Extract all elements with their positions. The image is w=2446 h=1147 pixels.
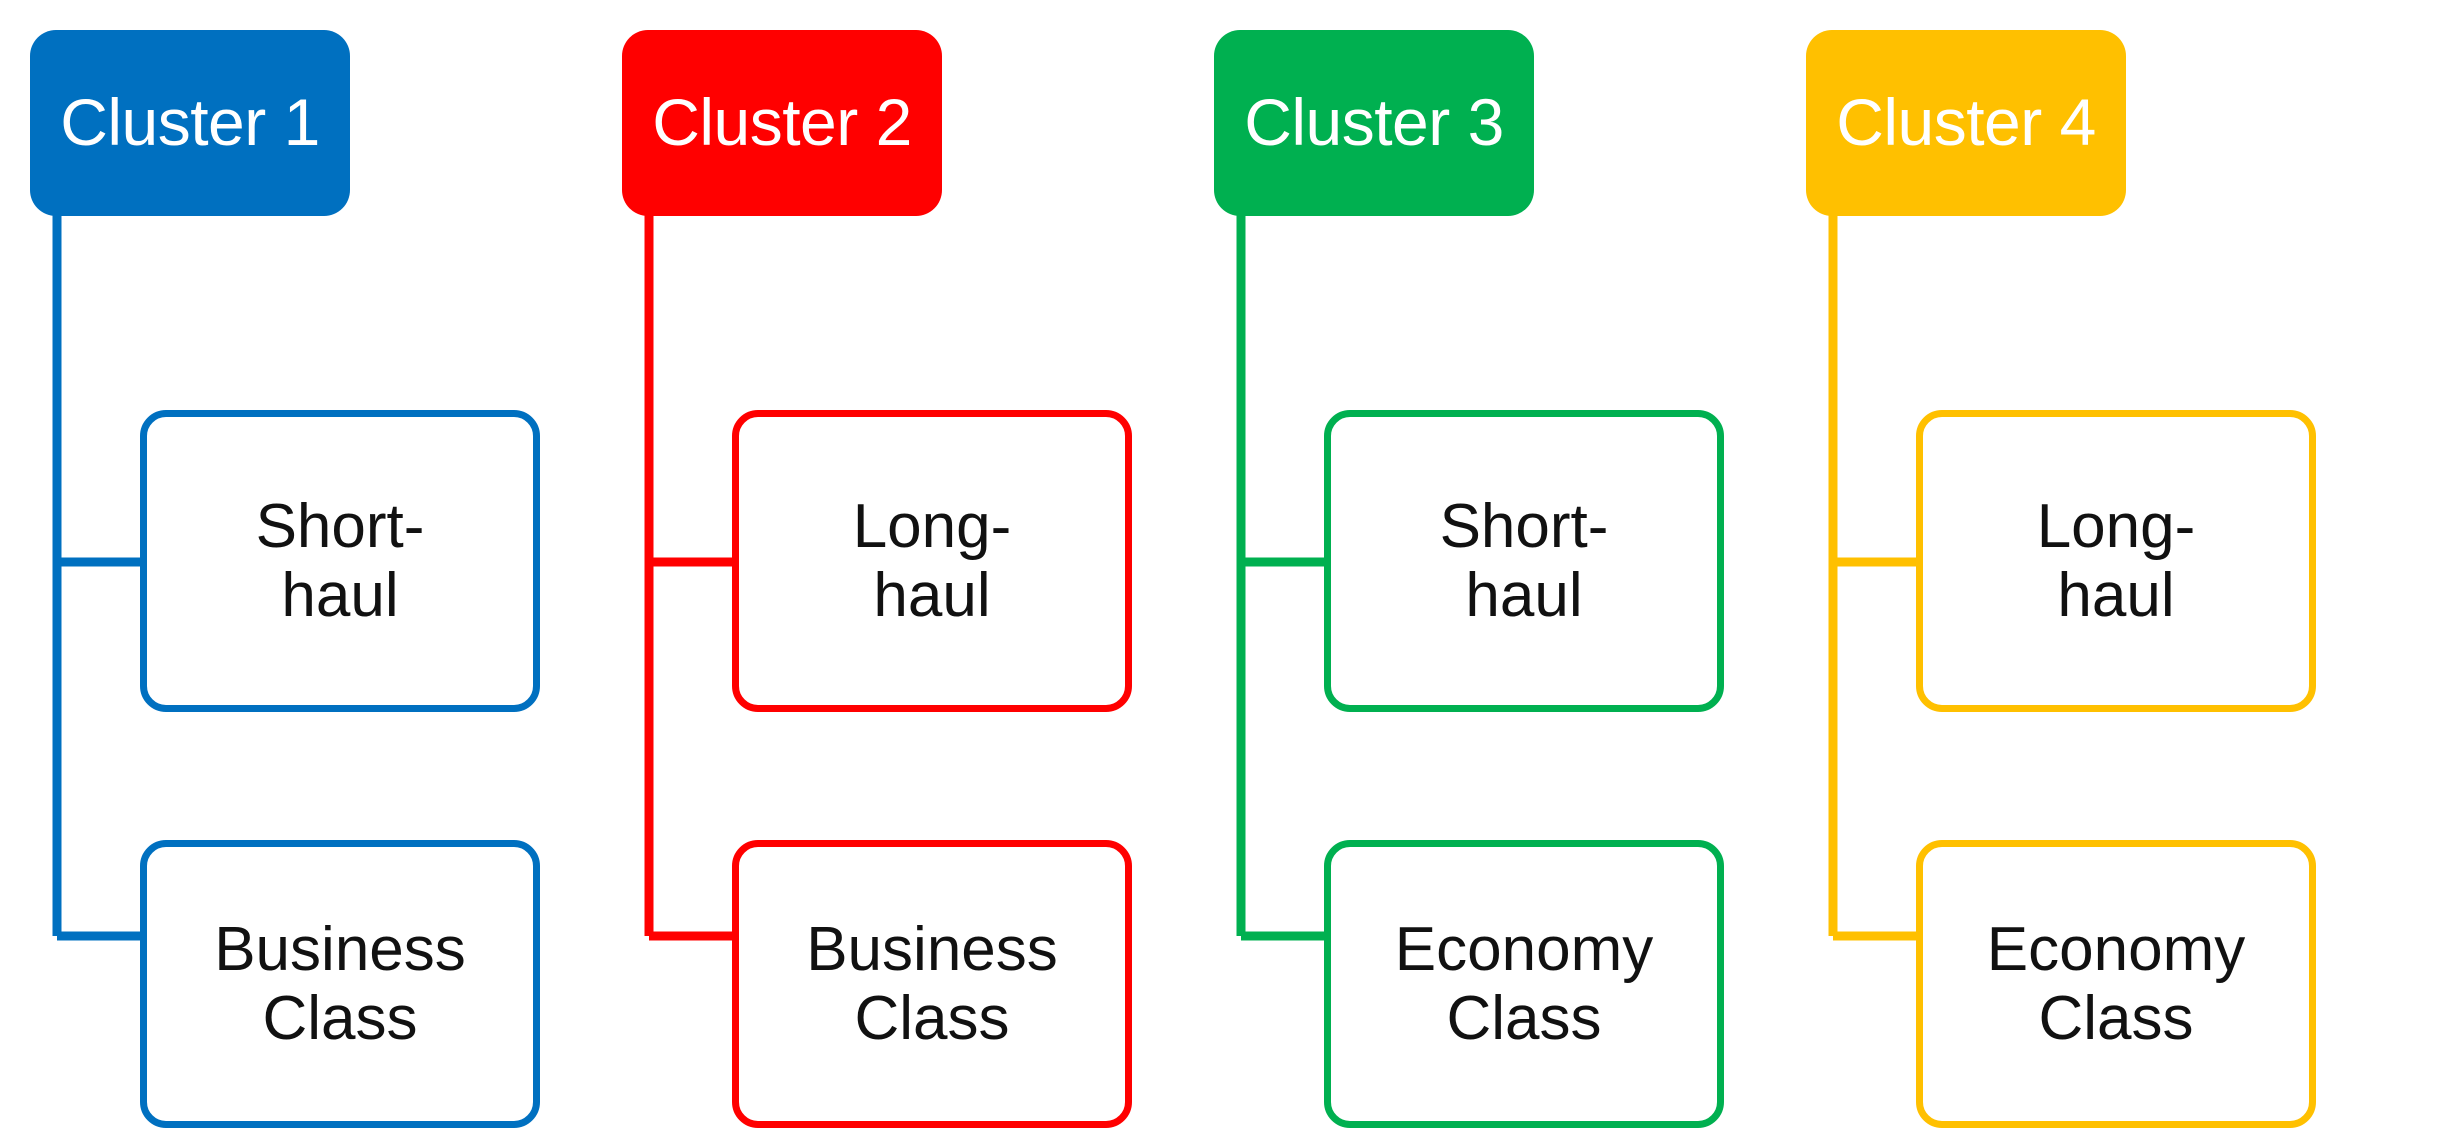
child-box-label-line-1: Short- <box>255 491 425 561</box>
child-box-label: Long-haul <box>2037 492 2196 631</box>
child-box-label-line-1: Long- <box>2036 491 2196 561</box>
child-box-label-line-1: Short- <box>1439 491 1609 561</box>
cluster-header-label: Cluster 2 <box>652 85 912 160</box>
child-box-label-line-1: Business <box>214 914 466 984</box>
child-box-label-line-2: Class <box>262 984 418 1053</box>
child-box-label-line-1: Economy <box>1394 914 1654 984</box>
cluster-4-child-box-1[interactable]: Long-haul <box>1916 410 2316 712</box>
cluster-header-1[interactable]: Cluster 1 <box>30 30 350 216</box>
child-box-label-line-1: Economy <box>1986 914 2246 984</box>
cluster-header-2[interactable]: Cluster 2 <box>622 30 942 216</box>
cluster-1-child-box-1[interactable]: Short-haul <box>140 410 540 712</box>
cluster-header-label: Cluster 4 <box>1836 85 2096 160</box>
cluster-header-label: Cluster 3 <box>1244 85 1504 160</box>
child-box-label: Short-haul <box>256 492 425 631</box>
child-box-label-line-2: Class <box>2038 984 2194 1053</box>
cluster-header-label: Cluster 1 <box>60 85 320 160</box>
child-box-label-line-2: haul <box>873 561 991 630</box>
child-box-label-line-2: haul <box>281 561 399 630</box>
child-box-label-line-1: Business <box>806 914 1058 984</box>
child-box-label-line-2: haul <box>1465 561 1583 630</box>
child-box-label-line-2: haul <box>2057 561 2175 630</box>
cluster-3-child-box-1[interactable]: Short-haul <box>1324 410 1724 712</box>
child-box-label-line-2: Class <box>1446 984 1602 1053</box>
cluster-2-child-box-1[interactable]: Long-haul <box>732 410 1132 712</box>
child-box-label: Short-haul <box>1440 492 1609 631</box>
cluster-header-4[interactable]: Cluster 4 <box>1806 30 2126 216</box>
child-box-label: Long-haul <box>853 492 1012 631</box>
cluster-header-3[interactable]: Cluster 3 <box>1214 30 1534 216</box>
child-box-label-line-2: Class <box>854 984 1010 1053</box>
child-box-label-line-1: Long- <box>852 491 1012 561</box>
